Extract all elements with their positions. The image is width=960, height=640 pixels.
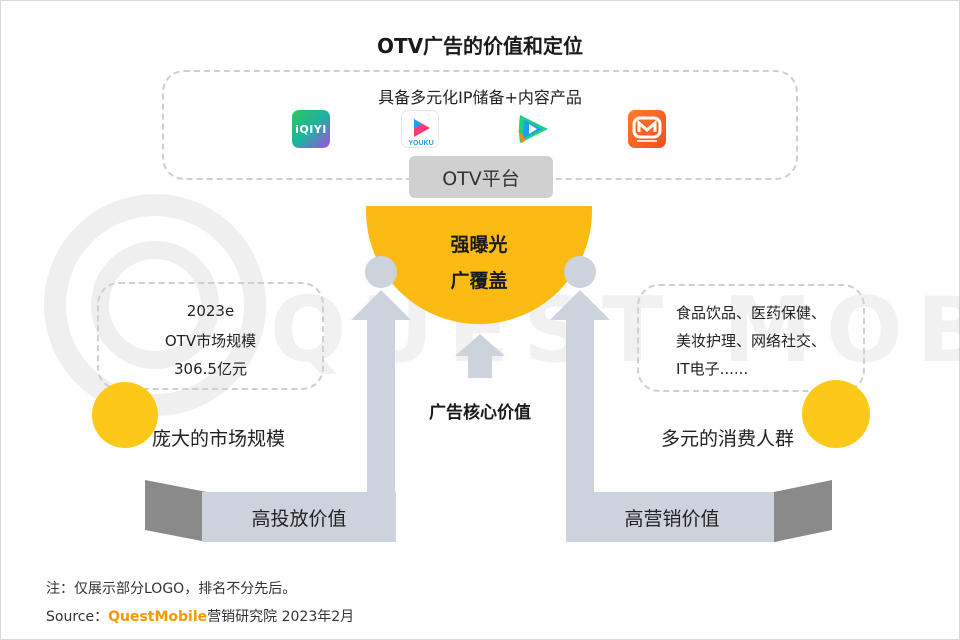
- consumer-categories-box: [637, 284, 865, 392]
- youku-logo-icon: YOUKU: [401, 110, 439, 148]
- right-yellow-blob: [802, 380, 870, 448]
- left-arrow-head-icon: [351, 290, 411, 340]
- high-marketing-value-bar: 高营销价值: [566, 492, 778, 542]
- ip-reserve-caption: 具备多元化IP储备+内容产品: [378, 88, 582, 107]
- left-arrow-dot: [365, 256, 397, 288]
- otv-platform-label: OTV平台: [409, 156, 553, 198]
- right-arrow-dot: [564, 256, 596, 288]
- strong-exposure-text: 强曝光: [450, 234, 508, 256]
- category-line-1: 食品饮品、医药保健、: [676, 304, 827, 322]
- category-line-3: IT电子......: [676, 360, 749, 378]
- youku-logo-text: YOUKU: [408, 140, 433, 147]
- left-yellow-blob: [92, 382, 158, 448]
- source-suffix: 营销研究院 2023年2月: [207, 609, 355, 625]
- center-up-arrow-icon: [455, 334, 505, 378]
- left-arrow-stem: [367, 330, 395, 500]
- source-prefix: Source：: [46, 609, 109, 625]
- high-delivery-value-bar: 高投放价值: [202, 492, 396, 542]
- tencent-video-logo-icon: [514, 110, 552, 148]
- core-value-label: 广告核心价值: [429, 403, 531, 423]
- source-line: Source：QuestMobile营销研究院 2023年2月: [46, 606, 354, 626]
- left-ribbon-end-icon: [145, 480, 207, 542]
- consumer-diversity-label: 多元的消费人群: [661, 428, 795, 450]
- source-brand: QuestMobile: [108, 609, 208, 625]
- wide-coverage-text: 广覆盖: [450, 270, 508, 292]
- market-scale-label: OTV市场规模: [164, 332, 257, 350]
- right-arrow-head-icon: [550, 290, 610, 340]
- iqiyi-logo-icon: iQIYI: [292, 110, 330, 148]
- right-arrow-stem: [566, 330, 594, 500]
- mango-tv-logo-icon: [628, 110, 666, 148]
- right-ribbon-end-icon: [774, 480, 832, 542]
- diagram-title: OTV广告的价值和定位: [376, 34, 584, 58]
- market-scale-value: 306.5亿元: [174, 360, 247, 378]
- market-size-label: 庞大的市场规模: [152, 428, 286, 450]
- footnote: 注：仅展示部分LOGO，排名不分先后。: [46, 581, 297, 597]
- market-year-text: 2023e: [186, 302, 235, 320]
- market-size-box: [97, 282, 324, 390]
- category-line-2: 美妆护理、网络社交、: [676, 332, 827, 350]
